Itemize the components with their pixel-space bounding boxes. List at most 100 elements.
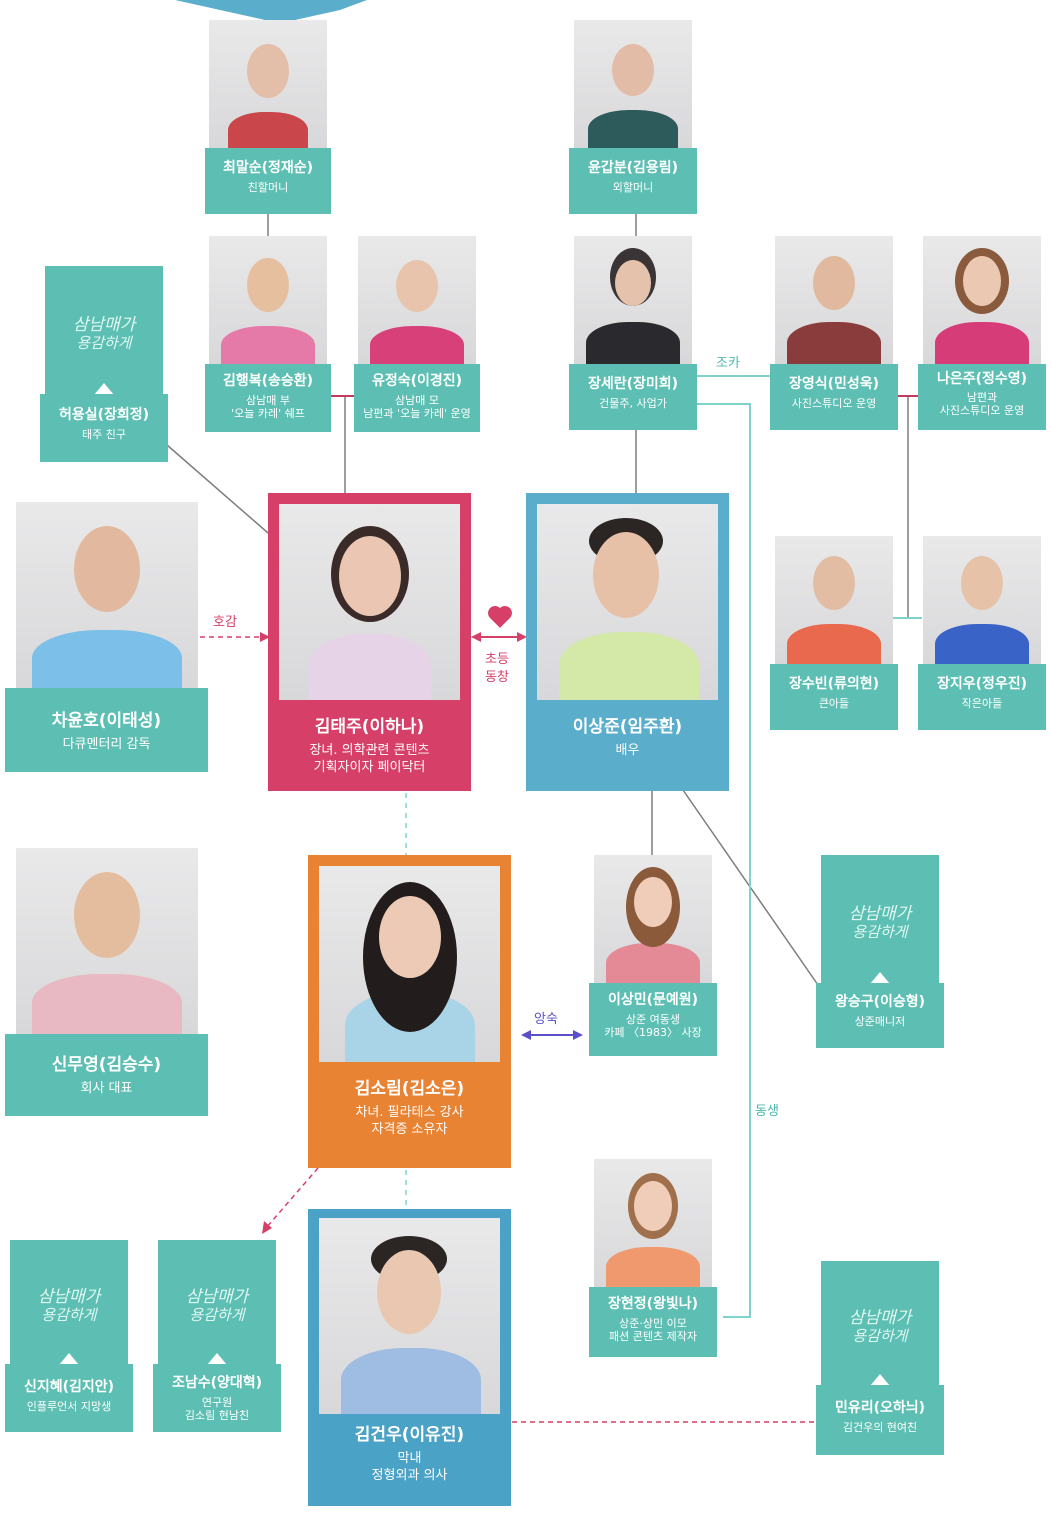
- card-jang-hyeonjeong[interactable]: 장현정(왕빛나) 상준·상민 이모 패션 콘텐츠 제작자: [589, 1159, 717, 1357]
- card-shin-muyeong[interactable]: 신무영(김승수) 회사 대표: [5, 848, 208, 1116]
- name-label: 장현정(왕빛나) 상준·상민 이모 패션 콘텐츠 제작자: [589, 1287, 717, 1357]
- name-label: 차윤호(이태성) 다큐멘터리 감독: [5, 688, 208, 772]
- person-role: 차녀. 필라테스 강사: [355, 1105, 464, 1120]
- person-role: 장녀. 의학관련 콘텐츠: [309, 743, 430, 758]
- name-label: 장세란(장미희) 건물주, 사업가: [569, 364, 697, 430]
- person-role: 연구원: [201, 1396, 233, 1409]
- person-role: 삼남매 부: [246, 394, 290, 407]
- show-logo-image: 삼남매가 용감하게: [10, 1240, 128, 1364]
- show-logo-image: 삼남매가 용감하게: [45, 266, 163, 394]
- portrait-photo: [923, 536, 1041, 664]
- person-name: 장지우(정우진): [936, 676, 1028, 692]
- show-logo-image: 삼남매가 용감하게: [821, 855, 939, 983]
- person-role-2: 김소림 현남친: [184, 1409, 250, 1422]
- card-choi[interactable]: 최말순(정재순) 친할머니: [205, 20, 331, 214]
- card-lee-sangjun[interactable]: 이상준(임주환) 배우: [526, 493, 729, 791]
- name-label: 왕승구(이승형) 상준매니저: [816, 983, 944, 1048]
- relation-josca-label: 조카: [716, 356, 740, 371]
- name-label: 이상준(임주환) 배우: [526, 700, 729, 791]
- person-role: 회사 대표: [80, 1081, 133, 1096]
- logo-text-1: 삼남매가: [37, 1287, 101, 1307]
- person-name: 김건우(이유진): [354, 1425, 465, 1445]
- name-label: 신무영(김승수) 회사 대표: [5, 1034, 208, 1116]
- relation-angsuk-label: 앙숙: [534, 1012, 558, 1027]
- person-role: 배우: [615, 743, 640, 758]
- name-label: 김소림(김소은) 차녀. 필라테스 강사 자격증 소유자: [308, 1062, 511, 1168]
- card-heo-yongsil[interactable]: 삼남매가 용감하게 허용실(장희정) 태주 친구: [40, 266, 168, 462]
- name-label: 민유리(오하늬) 김건우의 현여친: [816, 1385, 944, 1455]
- card-wang-seunggu[interactable]: 삼남매가 용감하게 왕승구(이승형) 상준매니저: [816, 855, 944, 1048]
- relation-dongsaeng-label: 동생: [755, 1104, 779, 1119]
- person-role: 외할머니: [612, 181, 654, 194]
- person-name: 장세란(장미희): [587, 376, 679, 392]
- card-min-yuri[interactable]: 삼남매가 용감하게 민유리(오하늬) 김건우의 현여친: [816, 1261, 944, 1455]
- person-name: 이상민(문예원): [607, 992, 699, 1008]
- card-kim-haengbok[interactable]: 김행복(송승환) 삼남매 부 '오늘 카레' 쉐프: [205, 236, 331, 432]
- person-name: 김태주(이하나): [314, 717, 425, 737]
- name-label: 신지혜(김지안) 인플루언서 지망생: [5, 1364, 133, 1432]
- person-name: 장영식(민성욱): [788, 376, 880, 392]
- person-name: 최말순(정재순): [222, 160, 314, 176]
- portrait-photo: [574, 236, 692, 364]
- person-name: 유정숙(이경진): [371, 373, 463, 389]
- person-name: 이상준(임주환): [572, 717, 683, 737]
- logo-text-1: 삼남매가: [848, 1308, 912, 1328]
- person-name: 조남수(양대혁): [171, 1375, 263, 1391]
- portrait-photo: [537, 504, 718, 700]
- person-role-2: 자격증 소유자: [371, 1122, 448, 1137]
- name-label: 김건우(이유진) 막내 정형외과 의사: [308, 1414, 511, 1506]
- person-name: 왕승구(이승형): [834, 994, 926, 1010]
- person-name: 윤갑분(김용림): [587, 160, 679, 176]
- name-label: 김행복(송승환) 삼남매 부 '오늘 카레' 쉐프: [205, 364, 331, 432]
- person-name: 장수빈(류의현): [788, 676, 880, 692]
- logo-text-2: 용감하게: [852, 923, 908, 941]
- logo-text-2: 용감하게: [189, 1306, 245, 1324]
- portrait-photo: [319, 1218, 500, 1414]
- card-kim-taeju[interactable]: 김태주(이하나) 장녀. 의학관련 콘텐츠 기획자이자 페이닥터: [268, 493, 471, 791]
- portrait-photo: [775, 236, 893, 364]
- name-label: 장수빈(류의현) 큰아들: [770, 664, 898, 730]
- portrait-photo: [209, 236, 327, 364]
- person-role: 태주 친구: [82, 428, 126, 441]
- person-role-2: 사진스튜디오 운영: [939, 404, 1025, 417]
- card-yoo-jeongsuk[interactable]: 유정숙(이경진) 삼남매 모 남편과 '오늘 카레' 운영: [354, 236, 480, 432]
- portrait-photo: [594, 1159, 712, 1287]
- portrait-photo: [594, 855, 712, 983]
- card-cha-yoonho[interactable]: 차윤호(이태성) 다큐멘터리 감독: [5, 502, 208, 772]
- person-name: 신지혜(김지안): [23, 1379, 115, 1395]
- name-label: 나은주(정수영) 남편과 사진스튜디오 운영: [918, 364, 1046, 430]
- portrait-photo: [923, 236, 1041, 364]
- person-role: 사진스튜디오 운영: [791, 397, 877, 410]
- person-role-2: 남편과 '오늘 카레' 운영: [363, 407, 471, 420]
- card-kim-sorim[interactable]: 김소림(김소은) 차녀. 필라테스 강사 자격증 소유자: [308, 855, 511, 1168]
- card-na-eunju[interactable]: 나은주(정수영) 남편과 사진스튜디오 운영: [918, 236, 1046, 430]
- portrait-photo: [319, 866, 500, 1062]
- portrait-photo: [16, 848, 198, 1034]
- card-jang-subin[interactable]: 장수빈(류의현) 큰아들: [770, 536, 898, 730]
- person-role-2: 정형외과 의사: [371, 1468, 448, 1483]
- person-role: 건물주, 사업가: [599, 397, 667, 410]
- name-label: 김태주(이하나) 장녀. 의학관련 콘텐츠 기획자이자 페이닥터: [268, 700, 471, 791]
- person-role: 작은아들: [961, 697, 1003, 710]
- card-jang-yeongsik[interactable]: 장영식(민성욱) 사진스튜디오 운영: [770, 236, 898, 430]
- name-label: 허용실(장희정) 태주 친구: [40, 394, 168, 462]
- person-role: 인플루언서 지망생: [26, 1400, 112, 1413]
- portrait-photo: [209, 20, 327, 148]
- person-name: 김소림(김소은): [354, 1079, 465, 1099]
- card-yoon[interactable]: 윤갑분(김용림) 외할머니: [569, 20, 697, 214]
- person-role: 삼남매 모: [395, 394, 439, 407]
- person-name: 허용실(장희정): [58, 407, 150, 423]
- name-label: 이상민(문예원) 상준 여동생 카페 〈1983〉 사장: [589, 983, 717, 1056]
- card-jang-jiwoo[interactable]: 장지우(정우진) 작은아들: [918, 536, 1046, 730]
- card-jang-seran[interactable]: 장세란(장미희) 건물주, 사업가: [569, 236, 697, 430]
- relation-chodeung-label-1: 초등: [485, 652, 509, 667]
- show-logo-image: 삼남매가 용감하게: [158, 1240, 276, 1364]
- logo-text-1: 삼남매가: [848, 904, 912, 924]
- name-label: 조남수(양대혁) 연구원 김소림 현남친: [153, 1364, 281, 1432]
- card-jo-namsu[interactable]: 삼남매가 용감하게 조남수(양대혁) 연구원 김소림 현남친: [153, 1240, 281, 1432]
- card-shin-jihye[interactable]: 삼남매가 용감하게 신지혜(김지안) 인플루언서 지망생: [5, 1240, 133, 1432]
- person-name: 민유리(오하늬): [834, 1400, 926, 1416]
- person-role-2: '오늘 카레' 쉐프: [231, 407, 305, 420]
- card-lee-sangmin[interactable]: 이상민(문예원) 상준 여동생 카페 〈1983〉 사장: [589, 855, 717, 1056]
- card-kim-geonwoo[interactable]: 김건우(이유진) 막내 정형외과 의사: [308, 1209, 511, 1506]
